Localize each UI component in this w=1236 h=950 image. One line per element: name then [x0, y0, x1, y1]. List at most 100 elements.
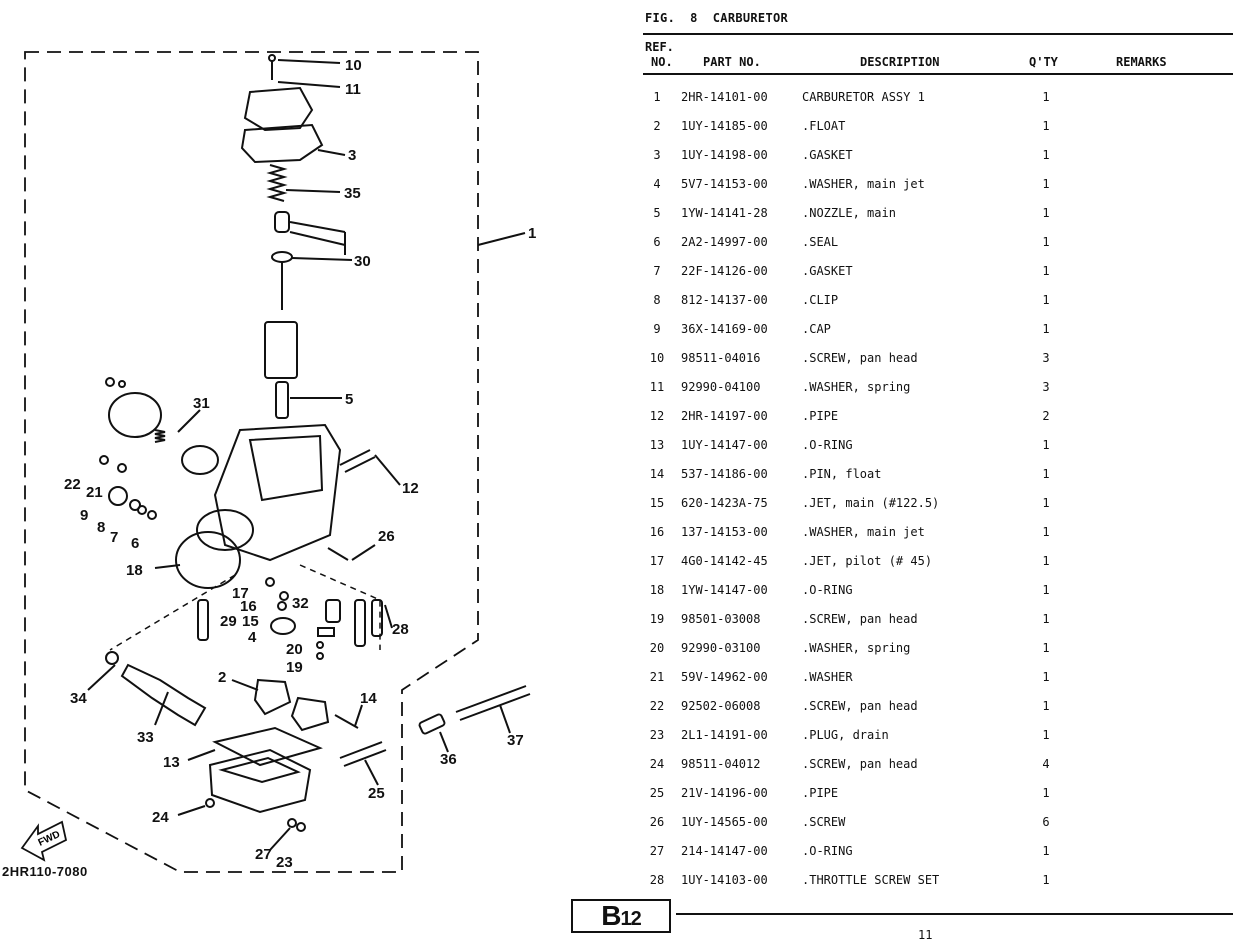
callout-5: 5 — [345, 391, 354, 408]
description: .PIPE — [802, 786, 839, 800]
quantity: 1 — [1042, 496, 1050, 510]
quantity: 1 — [1042, 293, 1050, 307]
quantity: 1 — [1042, 206, 1050, 220]
ref-no: 15 — [649, 496, 665, 510]
description: .SCREW, pan head — [802, 612, 918, 626]
section-number: 12 — [620, 908, 641, 930]
part-no: 1UY-14185-00 — [681, 119, 768, 133]
part-no: 812-14137-00 — [681, 293, 768, 307]
callout-2: 2 — [218, 669, 227, 686]
ref-no: 4 — [653, 177, 661, 191]
figure-title: FIG. 8 CARBURETOR — [645, 11, 788, 25]
part-no: 214-14147-00 — [681, 844, 768, 858]
description: .SCREW, pan head — [802, 757, 918, 771]
carburetor-drawing: FWD — [20, 51, 531, 873]
ref-no: 27 — [649, 844, 665, 858]
quantity: 1 — [1042, 177, 1050, 191]
description: .WASHER, main jet — [802, 525, 925, 539]
callout-19: 19 — [286, 659, 303, 676]
part-no: 2L1-14191-00 — [681, 728, 768, 742]
description: .O-RING — [802, 583, 853, 597]
table-row: 27 214-14147-00 .O-RING 1 — [640, 844, 1230, 864]
header-ref-line2: NO. — [651, 55, 673, 69]
quantity: 3 — [1042, 351, 1050, 365]
part-no: 1YW-14147-00 — [681, 583, 768, 597]
description: .PLUG, drain — [802, 728, 889, 742]
ref-no: 2 — [653, 119, 661, 133]
ref-no: 1 — [653, 90, 661, 104]
callout-18: 18 — [126, 562, 143, 579]
callout-10: 10 — [345, 57, 362, 74]
quantity: 1 — [1042, 438, 1050, 452]
part-no: 98511-04012 — [681, 757, 761, 771]
callout-17: 17 — [232, 585, 249, 602]
description: .O-RING — [802, 844, 853, 858]
quantity: 2 — [1042, 409, 1050, 423]
part-no: 22F-14126-00 — [681, 264, 768, 278]
quantity: 1 — [1042, 786, 1050, 800]
description: CARBURETOR ASSY 1 — [802, 90, 925, 104]
callout-8: 8 — [97, 519, 106, 536]
callout-37: 37 — [507, 732, 524, 749]
ref-no: 26 — [649, 815, 665, 829]
description: .JET, main (#122.5) — [802, 496, 940, 510]
quantity: 3 — [1042, 380, 1050, 394]
ref-no: 22 — [649, 699, 665, 713]
ref-no: 6 — [653, 235, 661, 249]
quantity: 1 — [1042, 525, 1050, 539]
header-qty: Q'TY — [1029, 55, 1058, 69]
callout-29: 29 — [220, 613, 237, 630]
description: .PIN, float — [802, 467, 882, 481]
description: .SCREW, pan head — [802, 699, 918, 713]
ref-no: 12 — [649, 409, 665, 423]
quantity: 1 — [1042, 844, 1050, 858]
header-top-rule — [643, 33, 1233, 35]
description: .NOZZLE, main — [802, 206, 896, 220]
quantity: 1 — [1042, 641, 1050, 655]
ref-no: 13 — [649, 438, 665, 452]
quantity: 1 — [1042, 554, 1050, 568]
part-no: 98511-04016 — [681, 351, 761, 365]
ref-no: 17 — [649, 554, 665, 568]
description: .THROTTLE SCREW SET — [802, 873, 940, 887]
quantity: 1 — [1042, 612, 1050, 626]
quantity: 1 — [1042, 670, 1050, 684]
quantity: 1 — [1042, 119, 1050, 133]
ref-no: 10 — [649, 351, 665, 365]
ref-no: 25 — [649, 786, 665, 800]
section-letter: B — [601, 900, 621, 931]
header-ref-line1: REF. — [645, 40, 674, 54]
figure-label: FIG. — [645, 11, 676, 25]
header-part-no: PART NO. — [703, 55, 761, 69]
description: .PIPE — [802, 409, 839, 423]
description: .SCREW — [802, 815, 846, 829]
quantity: 4 — [1042, 757, 1050, 771]
quantity: 6 — [1042, 815, 1050, 829]
quantity: 1 — [1042, 90, 1050, 104]
ref-no: 7 — [653, 264, 661, 278]
description: .WASHER, spring — [802, 380, 911, 394]
description: .CAP — [802, 322, 831, 336]
part-no: 1UY-14198-00 — [681, 148, 768, 162]
callout-12: 12 — [402, 480, 419, 497]
callout-3: 3 — [348, 147, 357, 164]
ref-no: 28 — [649, 873, 665, 887]
callout-25: 25 — [368, 785, 385, 802]
callout-26: 26 — [378, 528, 395, 545]
part-no: 5V7-14153-00 — [681, 177, 768, 191]
part-no: 92990-03100 — [681, 641, 761, 655]
quantity: 1 — [1042, 873, 1050, 887]
quantity: 1 — [1042, 148, 1050, 162]
quantity: 1 — [1042, 699, 1050, 713]
